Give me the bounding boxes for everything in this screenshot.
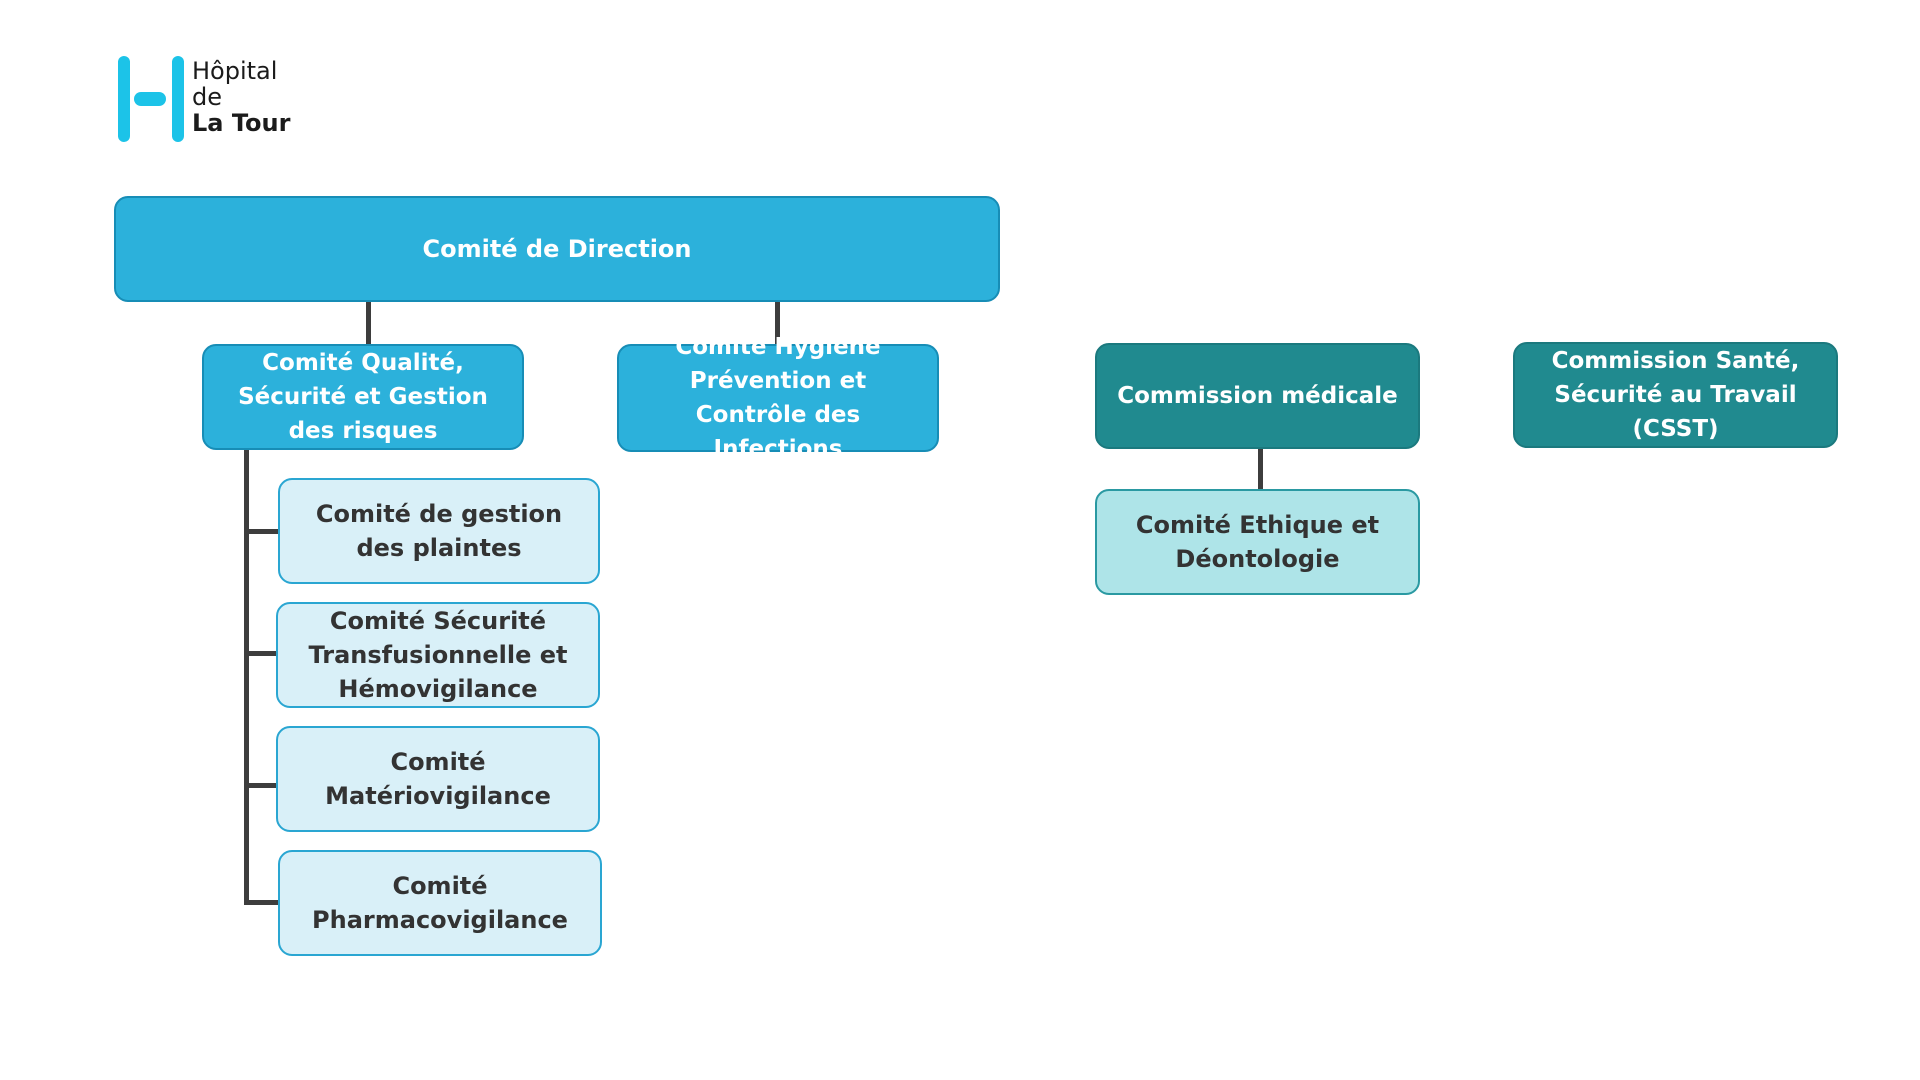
node-comite-transfusion: Comité Sécurité Transfusionnelle et Hémo… xyxy=(276,602,600,708)
node-label: Comité Matériovigilance xyxy=(325,748,551,810)
node-comite-hygiene: Comité Hygiène Prévention et Contrôle de… xyxy=(617,334,939,462)
connector-medicale-ethique xyxy=(1258,448,1263,490)
node-label: Comité Sécurité Transfusionnelle et Hémo… xyxy=(308,607,568,703)
connector-direction-hygiene xyxy=(775,302,780,344)
connector-branch-pharmaco xyxy=(244,900,280,905)
node-label: Commission Santé, Sécurité au Travail (C… xyxy=(1551,348,1800,442)
node-label: Commission médicale xyxy=(1117,383,1398,409)
node-commission-medicale: Commission médicale xyxy=(1095,343,1420,449)
node-comite-qualite: Comité Qualité, Sécurité et Gestion des … xyxy=(202,344,524,450)
logo-line-3: La Tour xyxy=(192,109,291,137)
logo-line-2: de xyxy=(192,83,222,111)
node-label: Comité de Direction xyxy=(422,235,692,263)
node-comite-direction: Comité de Direction xyxy=(114,196,1000,302)
node-label: Comité Ethique et Déontologie xyxy=(1135,511,1380,573)
node-comite-ethique: Comité Ethique et Déontologie xyxy=(1095,489,1420,595)
node-comite-pharmacovigilance: Comité Pharmacovigilance xyxy=(278,850,602,956)
connector-qualite-trunk xyxy=(244,448,249,905)
node-label: Comité de gestion des plaintes xyxy=(315,500,563,562)
node-comite-plaintes: Comité de gestion des plaintes xyxy=(278,478,600,584)
hospital-logo-icon xyxy=(118,56,184,142)
node-comite-materiovigilance: Comité Matériovigilance xyxy=(276,726,600,832)
node-label: Comité Hygiène Prévention et Contrôle de… xyxy=(675,334,881,462)
node-label: Comité Qualité, Sécurité et Gestion des … xyxy=(238,350,488,444)
node-commission-csst: Commission Santé, Sécurité au Travail (C… xyxy=(1513,342,1838,448)
connector-branch-plaintes xyxy=(244,529,280,534)
node-label: Comité Pharmacovigilance xyxy=(312,872,568,934)
logo-line-1: Hôpital xyxy=(192,57,278,85)
connector-branch-materio xyxy=(244,783,280,788)
connector-direction-qualite xyxy=(366,302,371,344)
hospital-name: Hôpital de La Tour xyxy=(192,58,290,136)
connector-branch-transfusion xyxy=(244,651,280,656)
